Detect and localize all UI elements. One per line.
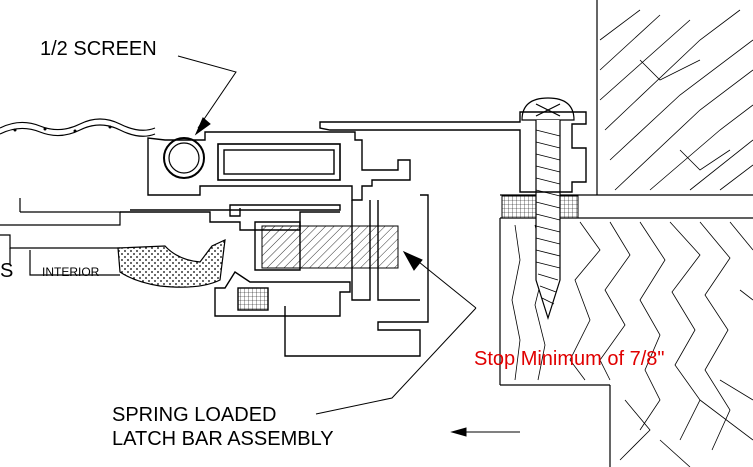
stipple-fill-icon: [117, 239, 226, 288]
interior-sash: [0, 198, 121, 276]
screen-spline-icon: [163, 137, 205, 179]
stop-minimum-note: Stop Minimum of 7/8": [474, 348, 665, 370]
wood-grain-lower: [511, 221, 753, 467]
wood-grain-upper: [599, 9, 753, 191]
left-cut-label: S: [0, 260, 14, 282]
screen-label: 1/2 SCREEN: [40, 38, 157, 60]
interior-label: INTERIOR: [42, 265, 100, 279]
screen-leader: [177, 55, 237, 129]
screen-assembly: [0, 118, 205, 179]
leader-lines: [177, 55, 520, 437]
latch-label-line2: LATCH BAR ASSEMBLY: [112, 428, 334, 450]
latch-bar-icon: [261, 225, 399, 269]
latch-label-line1: SPRING LOADED: [112, 404, 277, 426]
latch-leader: [315, 307, 477, 415]
extrusion-chamber: [217, 143, 341, 181]
